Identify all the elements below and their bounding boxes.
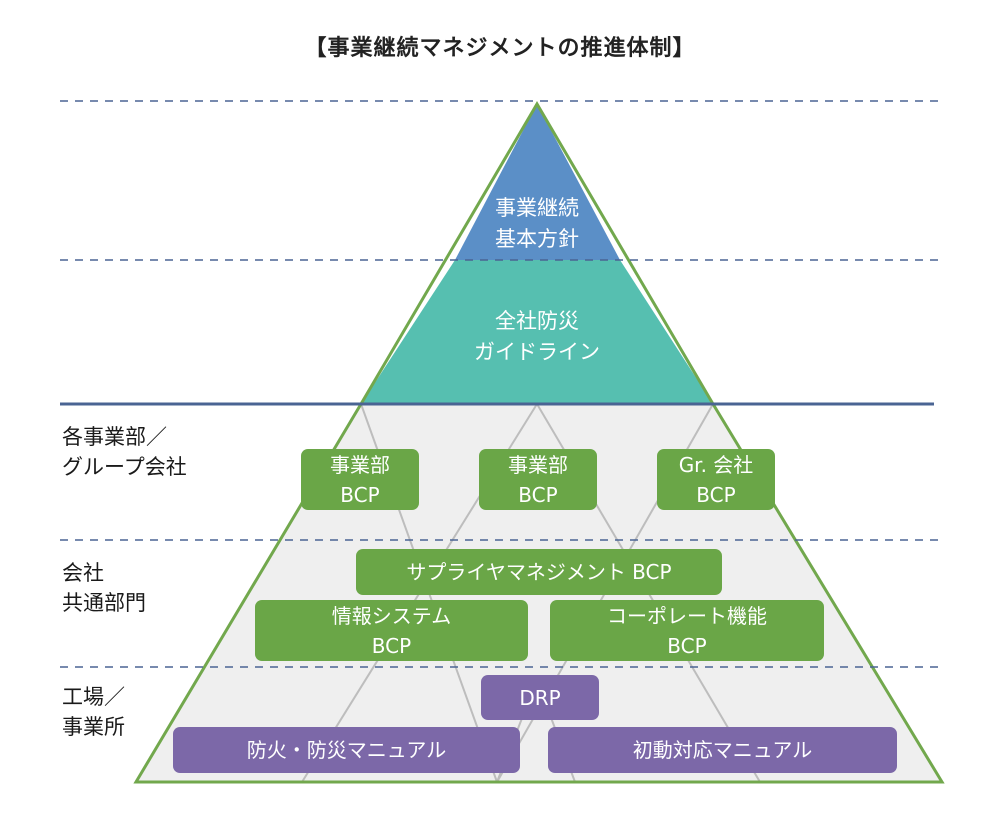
it-system-bcp-line1: 情報システム bbox=[331, 603, 452, 628]
drp-box: DRP bbox=[481, 675, 599, 720]
division-label-line1: 各事業部／ bbox=[62, 425, 167, 449]
middle-label: 全社防災 ガイドライン bbox=[437, 306, 637, 368]
drp-label: DRP bbox=[519, 685, 561, 710]
corporate-label-line2: 共通部門 bbox=[62, 591, 146, 615]
corporate-level-label: 会社 共通部門 bbox=[62, 558, 146, 618]
division-bcp-2-line1: 事業部 bbox=[508, 452, 568, 477]
division-bcp-2-line2: BCP bbox=[518, 482, 558, 507]
middle-line1: 全社防災 bbox=[495, 309, 579, 333]
group-company-bcp-line1: Gr. 会社 bbox=[678, 452, 754, 477]
middle-section bbox=[361, 260, 713, 404]
division-bcp-1-line2: BCP bbox=[340, 482, 380, 507]
apex-line2: 基本方針 bbox=[495, 227, 579, 251]
apex-section bbox=[455, 104, 620, 260]
group-company-bcp-box: Gr. 会社 BCP bbox=[657, 449, 775, 510]
initial-response-manual-label: 初動対応マニュアル bbox=[632, 738, 813, 762]
dashed-lines bbox=[60, 100, 940, 668]
group-company-bcp-line2: BCP bbox=[696, 482, 736, 507]
supplier-management-bcp-box: サプライヤマネジメント BCP bbox=[356, 549, 722, 595]
middle-line2: ガイドライン bbox=[474, 340, 600, 364]
it-system-bcp-line2: BCP bbox=[371, 633, 412, 658]
apex-line1: 事業継続 bbox=[495, 196, 579, 220]
fire-disaster-manual-label: 防火・防災マニュアル bbox=[246, 738, 447, 762]
diagram-title: 【事業継続マネジメントの推進体制】 bbox=[304, 36, 696, 61]
division-level-label: 各事業部／ グループ会社 bbox=[62, 422, 187, 482]
factory-level-label: 工場／ 事業所 bbox=[62, 682, 125, 742]
supplier-management-bcp-label: サプライヤマネジメント BCP bbox=[406, 560, 672, 584]
division-label-line2: グループ会社 bbox=[62, 455, 187, 479]
factory-label-line2: 事業所 bbox=[62, 715, 125, 739]
initial-response-manual-box: 初動対応マニュアル bbox=[548, 727, 897, 773]
division-bcp-1-line1: 事業部 bbox=[330, 452, 390, 477]
corporate-label-line1: 会社 bbox=[62, 561, 104, 585]
corporate-function-bcp-line1: コーポレート機能 bbox=[607, 603, 767, 628]
corporate-function-bcp-line2: BCP bbox=[667, 633, 707, 658]
factory-label-line1: 工場／ bbox=[62, 685, 125, 709]
division-bcp-box-2: 事業部 BCP bbox=[479, 449, 597, 510]
corporate-function-bcp-box: コーポレート機能 BCP bbox=[550, 600, 824, 661]
apex-label: 事業継続 基本方針 bbox=[457, 193, 617, 255]
division-bcp-box-1: 事業部 BCP bbox=[301, 449, 419, 510]
it-system-bcp-box: 情報システム BCP bbox=[255, 600, 528, 661]
fire-disaster-manual-box: 防火・防災マニュアル bbox=[173, 727, 520, 773]
